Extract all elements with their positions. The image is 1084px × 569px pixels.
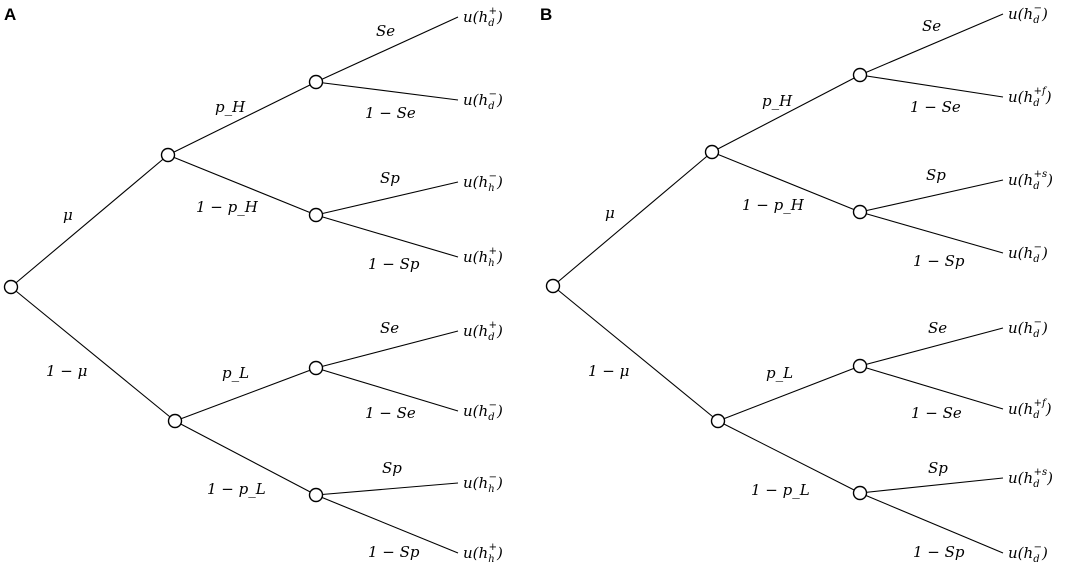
panel-a-letter: A xyxy=(4,5,16,24)
label-b-one-minus-p-high: 1 − p_H xyxy=(742,196,805,214)
outcome-b-3: u(hd+s) xyxy=(1008,169,1053,192)
label-mu: μ xyxy=(63,206,73,224)
edge-leaf-5 xyxy=(315,330,459,369)
label-b-sp-1: Sp xyxy=(926,166,946,184)
edge-b-root-to-low xyxy=(552,285,719,422)
label-one-minus-mu: 1 − μ xyxy=(46,362,87,380)
label-one-minus-sp-1: 1 − Sp xyxy=(368,255,420,273)
chance-node-low-healthy xyxy=(308,487,324,503)
outcome-b-6: u(hd+f) xyxy=(1008,398,1052,421)
edge-leaf-1 xyxy=(315,16,459,83)
label-sp-1: Sp xyxy=(380,169,400,187)
chance-node-b-high-disease xyxy=(852,67,868,83)
edge-leaf-8 xyxy=(315,494,459,554)
outcome-a-2: u(hd−) xyxy=(463,89,503,112)
label-se-2: Se xyxy=(380,319,399,337)
outcome-a-3: u(hh−) xyxy=(463,171,503,194)
label-b-p-low: p_L xyxy=(766,364,793,382)
label-p-high: p_H xyxy=(215,98,246,116)
label-b-one-minus-sp-1: 1 − Sp xyxy=(913,252,965,270)
chance-node-low-disease xyxy=(308,360,324,376)
edge-b-low-to-disease xyxy=(717,365,861,422)
panel-b: B μ 1 − μ p_H 1 − p_H p_L 1 − p_L Se 1 −… xyxy=(540,3,1053,565)
outcome-a-1: u(hd+) xyxy=(463,6,503,29)
outcome-a-6: u(hd−) xyxy=(463,400,503,423)
outcome-a-7: u(hh−) xyxy=(463,472,503,495)
chance-node-b-low-disease xyxy=(852,358,868,374)
label-b-one-minus-se-1: 1 − Se xyxy=(910,98,961,116)
edge-root-to-low xyxy=(10,286,176,422)
chance-node-root xyxy=(3,279,19,295)
edge-low-to-disease xyxy=(174,367,317,422)
edge-leaf-7 xyxy=(315,482,459,496)
label-b-sp-2: Sp xyxy=(928,459,948,477)
chance-node-b-low xyxy=(710,413,726,429)
edge-low-to-healthy xyxy=(174,420,317,496)
label-one-minus-se-1: 1 − Se xyxy=(365,104,416,122)
edge-b-leaf-6 xyxy=(859,365,1004,410)
edge-b-leaf-7 xyxy=(859,477,1004,494)
edge-b-leaf-8 xyxy=(859,492,1004,554)
label-b-one-minus-sp-2: 1 − Sp xyxy=(913,543,965,561)
chance-node-b-root xyxy=(545,278,561,294)
label-sp-2: Sp xyxy=(382,459,402,477)
label-one-minus-p-high: 1 − p_H xyxy=(196,198,259,216)
label-b-one-minus-p-low: 1 − p_L xyxy=(751,481,810,499)
label-p-low: p_L xyxy=(222,364,249,382)
outcome-b-1: u(hd−) xyxy=(1008,3,1048,26)
label-b-se-1: Se xyxy=(922,17,941,35)
edge-leaf-6 xyxy=(315,367,459,412)
label-b-one-minus-se-2: 1 − Se xyxy=(911,404,962,422)
outcome-b-5: u(hd−) xyxy=(1008,317,1048,340)
outcome-b-4: u(hd−) xyxy=(1008,242,1048,265)
chance-node-b-high-healthy xyxy=(852,204,868,220)
chance-node-high xyxy=(160,147,176,163)
panel-a: A μ 1 − μ p_H 1 − p_H p_L 1 − p_L Se 1 −… xyxy=(3,5,503,565)
label-one-minus-se-2: 1 − Se xyxy=(365,404,416,422)
chance-node-high-healthy xyxy=(308,207,324,223)
edge-root-to-high xyxy=(10,154,169,288)
label-b-mu: μ xyxy=(605,204,615,222)
edge-leaf-2 xyxy=(315,81,459,101)
edge-b-high-to-disease xyxy=(711,74,861,153)
edge-high-to-healthy xyxy=(167,154,317,216)
panel-b-letter: B xyxy=(540,5,552,24)
edge-b-leaf-2 xyxy=(859,74,1004,98)
edge-high-to-disease xyxy=(167,81,317,156)
edge-leaf-4 xyxy=(315,214,459,258)
outcome-b-7: u(hd+s) xyxy=(1008,467,1053,490)
label-one-minus-sp-2: 1 − Sp xyxy=(368,543,420,561)
label-b-one-minus-mu: 1 − μ xyxy=(588,362,629,380)
outcome-a-8: u(hh+) xyxy=(463,542,503,565)
outcome-a-4: u(hh+) xyxy=(463,246,503,269)
chance-node-b-high xyxy=(704,144,720,160)
outcome-a-5: u(hd+) xyxy=(463,320,503,343)
chance-node-low xyxy=(167,413,183,429)
outcome-b-8: u(hd−) xyxy=(1008,542,1048,565)
chance-node-b-low-healthy xyxy=(852,485,868,501)
label-b-p-high: p_H xyxy=(762,92,793,110)
chance-node-high-disease xyxy=(308,74,324,90)
edge-b-root-to-high xyxy=(552,151,713,287)
edge-b-leaf-1 xyxy=(859,13,1004,76)
label-b-se-2: Se xyxy=(928,319,947,337)
edge-b-leaf-5 xyxy=(859,327,1004,367)
edge-b-leaf-4 xyxy=(859,211,1004,254)
edge-b-leaf-3 xyxy=(859,179,1004,213)
edge-b-high-to-healthy xyxy=(711,151,861,213)
outcome-b-2: u(hd+f) xyxy=(1008,86,1052,109)
label-se-1: Se xyxy=(376,22,395,40)
edge-b-low-to-healthy xyxy=(717,420,861,494)
label-one-minus-p-low: 1 − p_L xyxy=(207,480,266,498)
edge-leaf-3 xyxy=(315,181,459,216)
